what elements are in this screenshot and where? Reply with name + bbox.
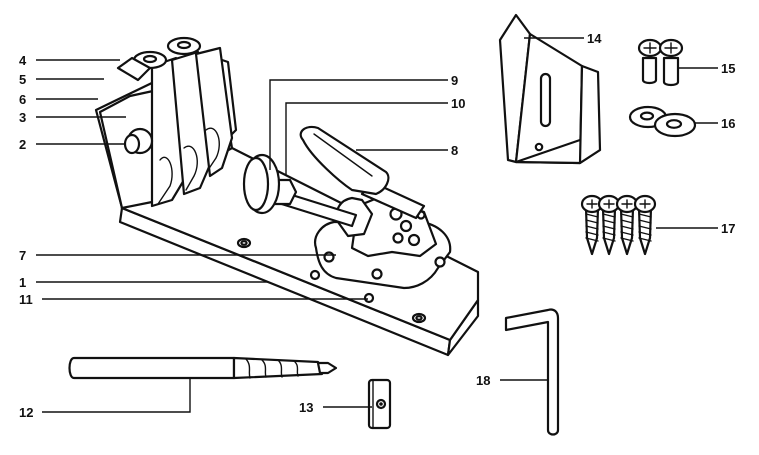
plate-screw — [371, 268, 383, 280]
drill-flute-lines — [245, 358, 299, 379]
drill-guide-tube — [194, 46, 234, 178]
phillips-cross — [643, 42, 657, 54]
leader-12 — [42, 378, 191, 413]
guide-channel — [157, 156, 173, 205]
short-screws — [637, 38, 684, 87]
part-label-7: 7 — [19, 248, 26, 263]
bracket-side — [578, 64, 602, 165]
part-label-17: 17 — [721, 221, 735, 236]
part-label-10: 10 — [451, 96, 465, 111]
part-label-11: 11 — [19, 292, 33, 307]
stop-knob-face — [123, 133, 141, 155]
plate-screw — [434, 256, 446, 268]
grip-line — [313, 133, 373, 177]
guide-channel — [205, 127, 220, 171]
part-label-3: 3 — [19, 110, 26, 125]
short-screw-shank — [662, 56, 680, 87]
part-label-2: 2 — [19, 137, 26, 152]
bracket-slot — [539, 72, 552, 128]
guide-collar-hole — [176, 40, 192, 50]
short-screw-shank — [641, 56, 658, 85]
leader-lines — [36, 37, 718, 413]
part-label-1: 1 — [19, 275, 26, 290]
clamp-pad-face — [242, 156, 270, 212]
stop-collar — [367, 378, 392, 430]
leader-10 — [285, 102, 448, 176]
washer-hole — [639, 111, 655, 121]
plate-screw — [323, 251, 335, 263]
base-screw-hole — [415, 315, 423, 321]
clamp-pivot — [392, 232, 404, 244]
part-label-9: 9 — [451, 73, 458, 88]
hex-key — [504, 308, 560, 436]
hex-key-body — [504, 308, 560, 436]
clamp-pivot — [407, 233, 421, 247]
part-label-4: 4 — [19, 53, 27, 68]
drill-tip — [316, 361, 338, 375]
part-label-16: 16 — [721, 116, 735, 131]
guide-channel — [183, 145, 198, 191]
wood-screw — [615, 194, 639, 256]
part-label-12: 12 — [19, 405, 33, 420]
set-screw-socket — [379, 402, 383, 406]
guide-lip — [116, 56, 152, 82]
l-bracket — [498, 13, 602, 165]
phillips-cross — [664, 42, 678, 54]
wood-screw — [633, 194, 657, 256]
leader-9 — [269, 79, 448, 170]
pocket-hole-jig — [94, 36, 480, 357]
wood-screw — [580, 194, 604, 256]
part-label-18: 18 — [476, 373, 490, 388]
part-label-6: 6 — [19, 92, 26, 107]
plate-screw — [309, 269, 321, 281]
toggle-handle-grip — [299, 125, 390, 196]
guide-collar-hole — [142, 54, 158, 64]
drill-bit — [68, 356, 338, 380]
drill-shank — [68, 356, 236, 380]
base-screw-hole — [240, 240, 248, 246]
wood-screws — [580, 194, 657, 256]
part-label-13: 13 — [299, 400, 313, 415]
part-label-14: 14 — [587, 31, 602, 46]
part-label-15: 15 — [721, 61, 735, 76]
washers — [628, 105, 697, 138]
washer-hole — [665, 119, 683, 129]
plate-screw — [363, 292, 375, 304]
part-label-5: 5 — [19, 72, 26, 87]
clamp-pivot — [399, 219, 413, 233]
bracket-hole — [534, 142, 544, 152]
part-label-8: 8 — [451, 143, 458, 158]
part-labels: 4 5 6 3 2 7 1 11 9 10 8 12 13 14 15 16 1… — [19, 31, 735, 420]
wood-screw — [597, 194, 621, 256]
